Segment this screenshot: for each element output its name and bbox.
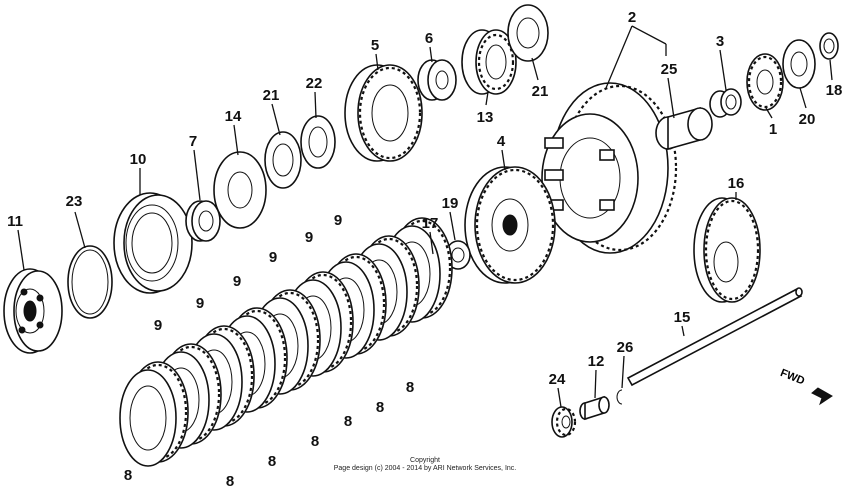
callout-3: 3 <box>716 33 724 50</box>
callout-8: 8 <box>376 399 384 416</box>
callout-12: 12 <box>588 353 605 370</box>
callout-26: 26 <box>617 339 634 356</box>
callout-8: 8 <box>124 467 132 484</box>
callout-11: 11 <box>7 213 23 230</box>
part-1-gear[interactable] <box>746 53 784 111</box>
callout-8: 8 <box>311 433 319 450</box>
callout-15: 15 <box>674 309 691 326</box>
callout-8: 8 <box>344 413 352 430</box>
part-15-lifter-rod[interactable] <box>626 287 803 387</box>
part-24-bearing[interactable] <box>551 406 577 438</box>
callout-10: 10 <box>130 151 147 168</box>
part-23-snap-ring[interactable] <box>67 245 113 319</box>
callout-9: 9 <box>196 295 204 312</box>
part-14-washer[interactable] <box>213 151 267 229</box>
part-6-collar[interactable] <box>417 59 457 101</box>
callout-20: 20 <box>799 111 816 128</box>
callout-7: 7 <box>189 133 197 150</box>
callout-19: 19 <box>442 195 459 212</box>
part-26-clip[interactable] <box>616 389 623 405</box>
part-11-pressure-plate[interactable] <box>3 268 63 354</box>
part-21-washer-left[interactable] <box>264 131 302 189</box>
callout-21-right: 21 <box>532 83 549 100</box>
part-3-collar[interactable] <box>709 88 742 118</box>
part-18-lock-nut[interactable] <box>819 32 839 60</box>
part-12-pin[interactable] <box>579 395 610 421</box>
callout-9: 9 <box>269 249 277 266</box>
part-10-clutch-piston[interactable] <box>113 192 193 294</box>
callout-17: 17 <box>422 215 439 232</box>
callout-2: 2 <box>628 9 636 26</box>
part-2-clutch-outer[interactable] <box>541 82 678 254</box>
callout-1: 1 <box>769 121 777 138</box>
part-21-washer-right[interactable] <box>507 4 549 62</box>
clutch-plate-stack <box>119 217 453 467</box>
copyright-title: Copyright <box>410 457 440 464</box>
callout-8: 8 <box>406 379 414 396</box>
part-20-washer[interactable] <box>782 39 816 89</box>
callout-24: 24 <box>549 371 566 388</box>
part-13-needle-bearing[interactable] <box>461 29 517 95</box>
fwd-arrow-icon <box>811 387 833 406</box>
callout-18: 18 <box>826 82 843 99</box>
part-5-clutch-hub[interactable] <box>344 64 423 162</box>
callout-9: 9 <box>305 229 313 246</box>
plate-callout-labels: 9 9 9 9 9 9 8 8 8 8 8 8 8 <box>124 212 414 490</box>
callout-8: 8 <box>226 473 234 490</box>
part-7-bushing[interactable] <box>185 200 221 242</box>
part-22-washer[interactable] <box>300 115 336 169</box>
callout-9: 9 <box>233 273 241 290</box>
callout-5: 5 <box>371 37 379 54</box>
callout-21-left: 21 <box>263 87 280 104</box>
callout-8: 8 <box>268 453 276 470</box>
callout-13: 13 <box>477 109 494 126</box>
callout-9: 9 <box>154 317 162 334</box>
callout-6: 6 <box>425 30 433 47</box>
callout-16: 16 <box>728 175 745 192</box>
part-16-gear[interactable] <box>693 197 761 303</box>
callout-9: 9 <box>334 212 342 229</box>
friction-disk-and-plate[interactable] <box>119 361 189 467</box>
callout-labels: 11 23 10 7 14 21 22 5 6 13 21 2 25 3 1 2… <box>7 9 842 388</box>
copyright-notice: Page design (c) 2004 - 2014 by ARI Netwo… <box>333 465 517 472</box>
callout-4: 4 <box>497 133 506 150</box>
callout-23: 23 <box>66 193 83 210</box>
callout-25: 25 <box>661 61 678 78</box>
callout-14: 14 <box>225 108 242 125</box>
leader-lines <box>17 25 833 408</box>
callout-22: 22 <box>306 75 323 92</box>
part-4-hub[interactable] <box>464 166 556 284</box>
part-25-sleeve[interactable] <box>655 106 713 151</box>
